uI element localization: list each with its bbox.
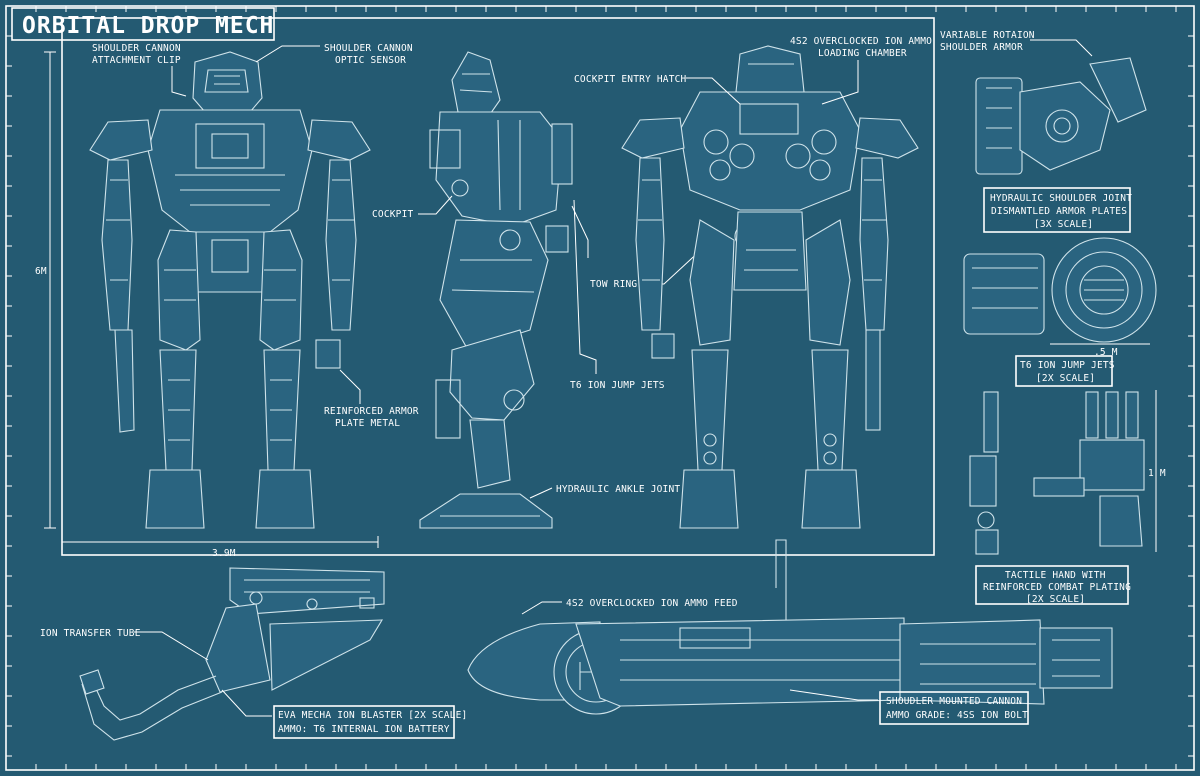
label-hydraulic-shoulder-1: HYDRAULIC SHOULDER JOINT — [990, 193, 1132, 204]
label-variable-shoulder-1: VARIABLE ROTAION — [940, 30, 1035, 41]
jet-width-dimension: .5 M — [1050, 343, 1150, 358]
ion-blaster-detail — [79, 567, 385, 741]
page-title: ORBITAL DROP MECH — [22, 13, 274, 39]
label-tactile-hand-3: [2X SCALE] — [1026, 594, 1085, 605]
label-jump-jets-box-1: T6 ION JUMP JETS — [1020, 360, 1115, 371]
jump-jets-detail — [963, 237, 1157, 343]
cannon-box — [879, 691, 1029, 725]
height-dimension-label: 6M — [35, 266, 47, 277]
height-dimension: 6M — [35, 51, 56, 529]
label-ion-transfer-tube: ION TRANSFER TUBE — [40, 628, 141, 639]
label-tactile-hand-2: REINFORCED COMBAT PLATING — [983, 582, 1131, 593]
label-t6-jump-jets: T6 ION JUMP JETS — [570, 380, 665, 391]
mech-side-view — [419, 51, 573, 529]
hand-height-dimension: 1 M — [1148, 390, 1166, 552]
label-blaster-1: EVA MECHA ION BLASTER [2X SCALE] — [278, 710, 467, 721]
hydraulic-shoulder-box — [983, 187, 1131, 233]
mech-back-view — [621, 45, 919, 529]
sheet-border — [5, 5, 1195, 771]
label-reinforced-armor-2: PLATE METAL — [335, 418, 400, 429]
label-shoulder-cannon-clip-1: SHOULDER CANNON — [92, 43, 181, 54]
jump-jets-box — [1015, 355, 1113, 387]
label-cockpit: COCKPIT — [372, 209, 414, 220]
label-ammo-chamber-2: LOADING CHAMBER — [818, 48, 907, 59]
label-hydraulic-shoulder-2: DISMANTLED ARMOR PLATES — [991, 206, 1127, 217]
shoulder-cannon-detail — [467, 539, 1113, 715]
label-variable-shoulder-2: SHOULDER ARMOR — [940, 42, 1023, 53]
label-shoulder-cannon-optic-1: SHOULDER CANNON — [324, 43, 413, 54]
label-jump-jets-box-2: [2X SCALE] — [1036, 373, 1095, 384]
width-dimension: 3.9M — [61, 536, 379, 559]
label-cockpit-hatch: COCKPIT ENTRY HATCH — [574, 74, 687, 85]
label-shoulder-cannon-clip-2: ATTACHMENT CLIP — [92, 55, 181, 66]
label-tactile-hand-1: TACTILE HAND WITH — [1005, 570, 1106, 581]
blaster-box — [273, 705, 455, 739]
title-block: ORBITAL DROP MECH — [11, 7, 275, 41]
label-cannon-1: SHOUDLER MOUNTED CANNON — [886, 696, 1022, 707]
shoulder-joint-detail — [975, 57, 1147, 175]
label-tow-ring: TOW RING — [590, 279, 637, 290]
label-ammo-chamber-1: 4S2 OVERCLOCKED ION AMMO — [790, 36, 932, 47]
main-panel — [61, 17, 935, 556]
tactile-hand-box — [975, 565, 1129, 605]
hand-height-label: 1 M — [1148, 468, 1166, 479]
mech-front-view — [89, 51, 371, 529]
label-reinforced-armor-1: REINFORCED ARMOR — [324, 406, 419, 417]
label-ammo-feed: 4S2 OVERCLOCKED ION AMMO FEED — [566, 598, 738, 609]
label-shoulder-cannon-optic-2: OPTIC SENSOR — [335, 55, 406, 66]
label-hydraulic-shoulder-3: [3X SCALE] — [1034, 219, 1093, 230]
label-cannon-2: AMMO GRADE: 4SS ION BOLT — [886, 710, 1028, 721]
jet-width-label: .5 M — [1094, 347, 1118, 358]
label-blaster-2: AMMO: T6 INTERNAL ION BATTERY — [278, 724, 450, 735]
tactile-hand-detail — [969, 391, 1145, 555]
width-dimension-label: 3.9M — [212, 548, 236, 559]
label-hydraulic-ankle: HYDRAULIC ANKLE JOINT — [556, 484, 680, 495]
